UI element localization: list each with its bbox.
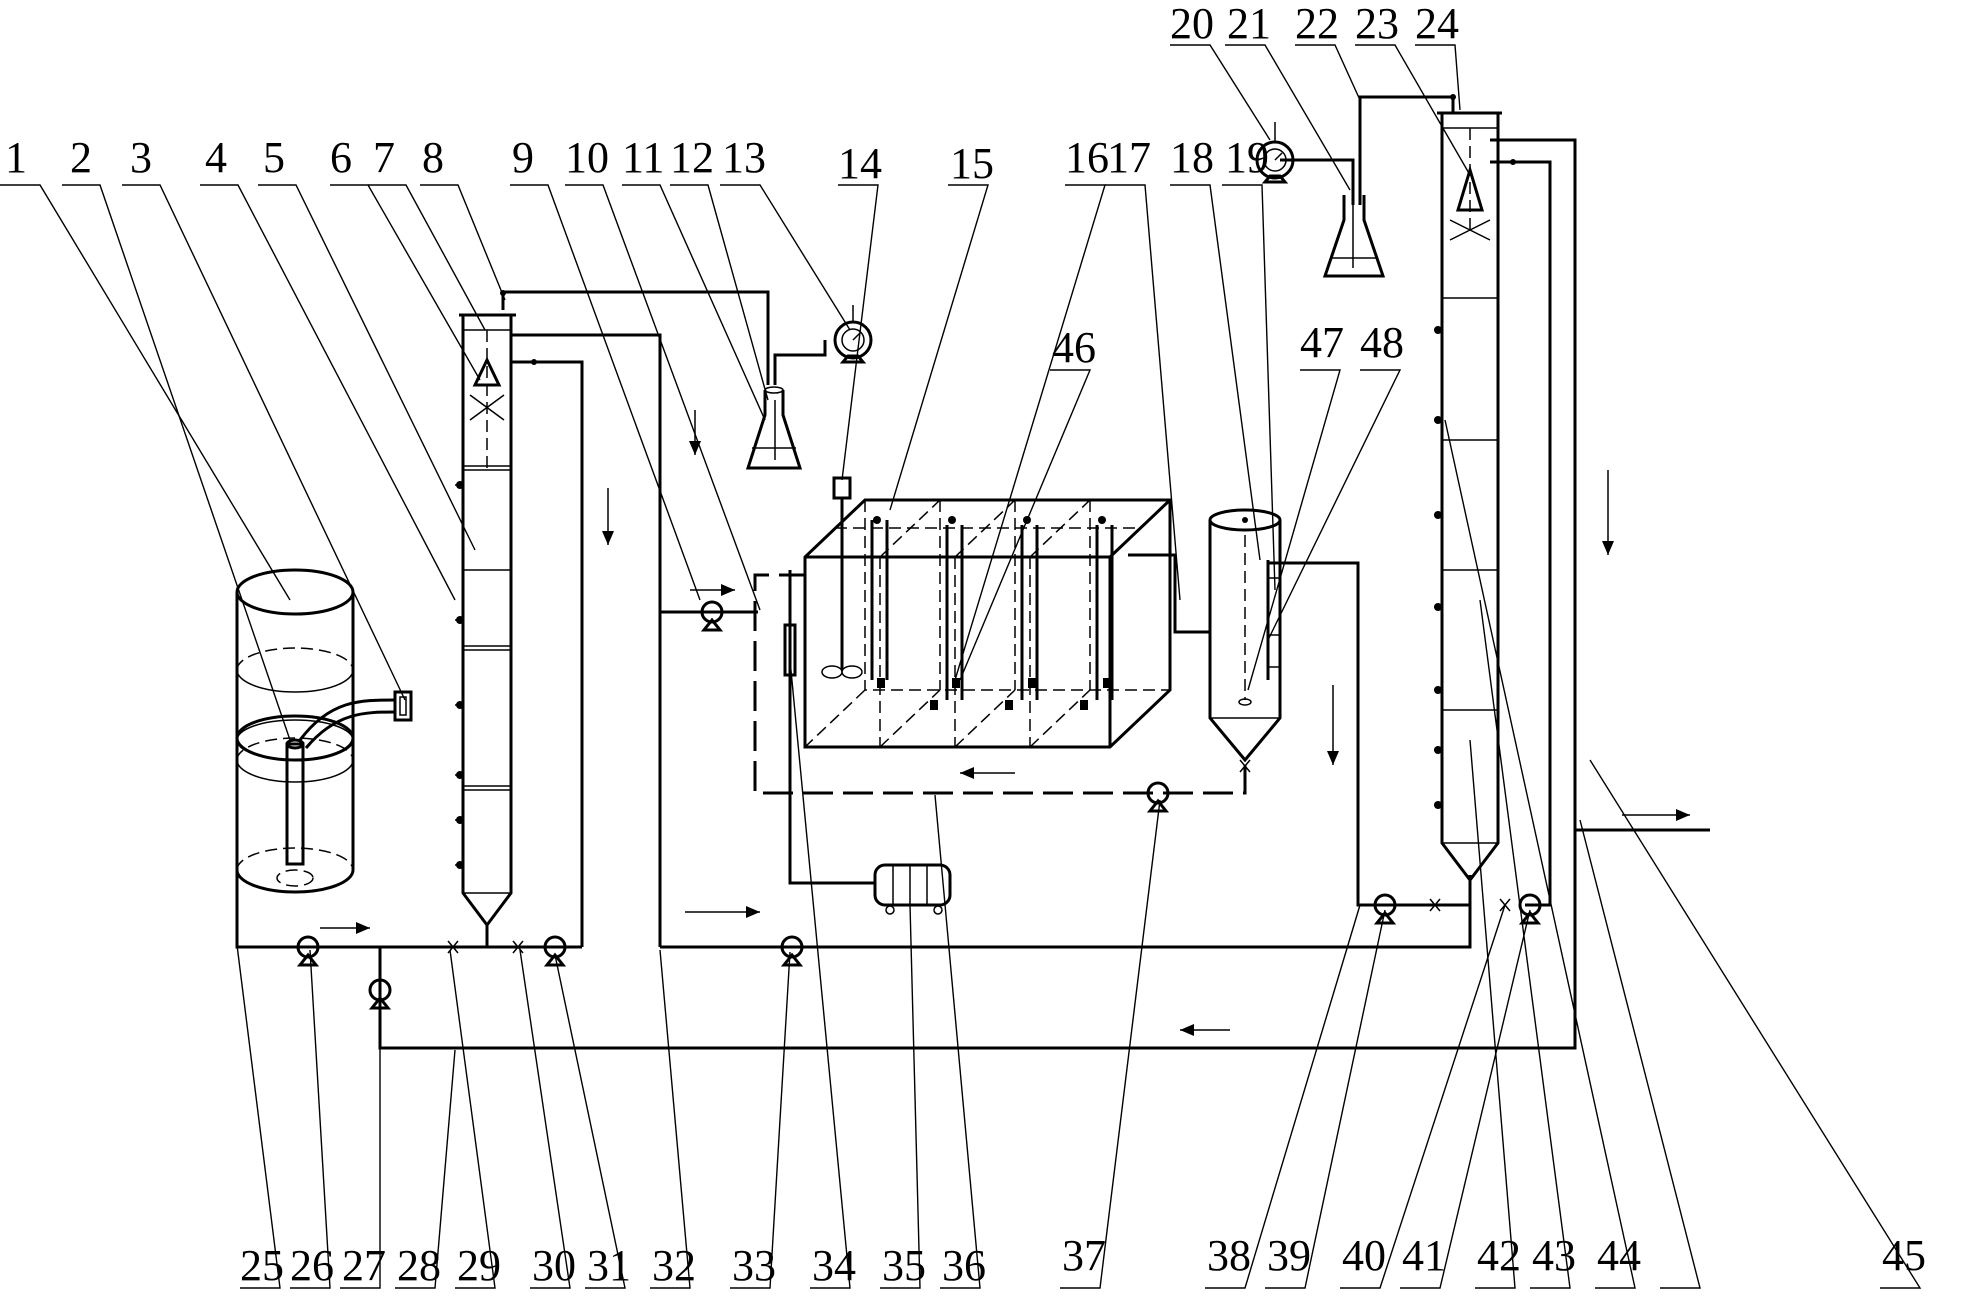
label-8: 8 xyxy=(422,133,444,182)
arrow xyxy=(1602,470,1614,555)
label-30: 30 xyxy=(532,1241,576,1290)
pump-39 xyxy=(1373,893,1397,925)
label-38: 38 xyxy=(1207,1231,1251,1280)
label-13: 13 xyxy=(722,133,766,182)
arrow xyxy=(690,584,735,596)
label-11: 11 xyxy=(622,133,664,182)
right-column-sample-ports xyxy=(1434,326,1442,809)
label-25: 25 xyxy=(240,1241,284,1290)
label-4: 4 xyxy=(205,133,227,182)
feed-tank-pipe xyxy=(285,690,413,866)
label-33: 33 xyxy=(732,1241,776,1290)
label-12: 12 xyxy=(670,133,714,182)
label-23: 23 xyxy=(1355,0,1399,48)
label-21: 21 xyxy=(1227,0,1271,48)
label-44: 44 xyxy=(1597,1231,1641,1280)
flow-arrows xyxy=(320,410,1690,1036)
arrow xyxy=(1180,1024,1230,1036)
arrow xyxy=(602,488,614,545)
label-29: 29 xyxy=(457,1241,501,1290)
label-41: 41 xyxy=(1402,1231,1446,1280)
air-blower xyxy=(873,863,952,915)
label-3: 3 xyxy=(130,133,152,182)
leader-lines xyxy=(0,44,1922,1289)
label-43: 43 xyxy=(1532,1231,1576,1280)
labels-inner: 46 47 48 xyxy=(1052,318,1404,372)
label-46: 46 xyxy=(1052,323,1096,372)
arrow xyxy=(1622,809,1690,821)
pump-26 xyxy=(296,935,320,967)
labels-top: 1 2 3 4 5 6 7 8 9 10 11 12 13 14 15 16 1… xyxy=(5,0,1459,188)
label-28: 28 xyxy=(397,1241,441,1290)
label-45: 45 xyxy=(1882,1231,1926,1280)
gas-meter-right xyxy=(1255,122,1295,184)
label-10: 10 xyxy=(565,133,609,182)
label-18: 18 xyxy=(1170,133,1214,182)
pump-37 xyxy=(1146,781,1170,813)
gas-flask-right xyxy=(1322,195,1386,278)
left-column-sample-ports xyxy=(455,481,464,869)
aerator xyxy=(783,623,797,677)
label-6: 6 xyxy=(330,133,352,182)
arrow xyxy=(1327,685,1339,765)
valves xyxy=(447,759,1511,954)
label-9: 9 xyxy=(512,133,534,182)
label-27: 27 xyxy=(342,1241,386,1290)
label-31: 31 xyxy=(587,1241,631,1290)
label-17: 17 xyxy=(1107,133,1151,182)
label-47: 47 xyxy=(1300,318,1344,367)
label-16: 16 xyxy=(1065,133,1109,182)
label-36: 36 xyxy=(942,1241,986,1290)
label-5: 5 xyxy=(263,133,285,182)
label-20: 20 xyxy=(1170,0,1214,48)
label-7: 7 xyxy=(373,133,395,182)
label-42: 42 xyxy=(1477,1231,1521,1280)
left-column xyxy=(455,290,537,928)
right-column xyxy=(1434,94,1516,883)
pump-33 xyxy=(780,935,804,967)
label-2: 2 xyxy=(70,133,92,182)
settler xyxy=(1208,508,1282,763)
pump-41 xyxy=(1518,893,1542,925)
label-37: 37 xyxy=(1062,1231,1106,1280)
labels-bottom: 25 26 27 28 29 30 31 32 33 34 35 36 37 3… xyxy=(240,1231,1926,1290)
reactor-tank xyxy=(803,498,1172,749)
pump-31 xyxy=(543,935,567,967)
label-22: 22 xyxy=(1295,0,1339,48)
arrow xyxy=(685,906,760,918)
label-34: 34 xyxy=(812,1241,856,1290)
feed-tank xyxy=(235,714,355,762)
feed-tank-body xyxy=(235,568,355,894)
label-32: 32 xyxy=(652,1241,696,1290)
label-48: 48 xyxy=(1360,318,1404,367)
label-39: 39 xyxy=(1267,1231,1311,1280)
label-15: 15 xyxy=(950,139,994,188)
reactor-electrodes xyxy=(870,516,1114,710)
pumps xyxy=(296,600,1542,1010)
label-35: 35 xyxy=(882,1241,926,1290)
label-24: 24 xyxy=(1415,0,1459,48)
pump-10 xyxy=(700,600,724,632)
label-1: 1 xyxy=(5,133,27,182)
label-40: 40 xyxy=(1342,1231,1386,1280)
label-19: 19 xyxy=(1225,133,1269,182)
arrow xyxy=(320,922,370,934)
arrow xyxy=(960,767,1015,779)
sludge-recycle-line xyxy=(753,573,1247,795)
label-26: 26 xyxy=(290,1241,334,1290)
label-14: 14 xyxy=(838,139,882,188)
